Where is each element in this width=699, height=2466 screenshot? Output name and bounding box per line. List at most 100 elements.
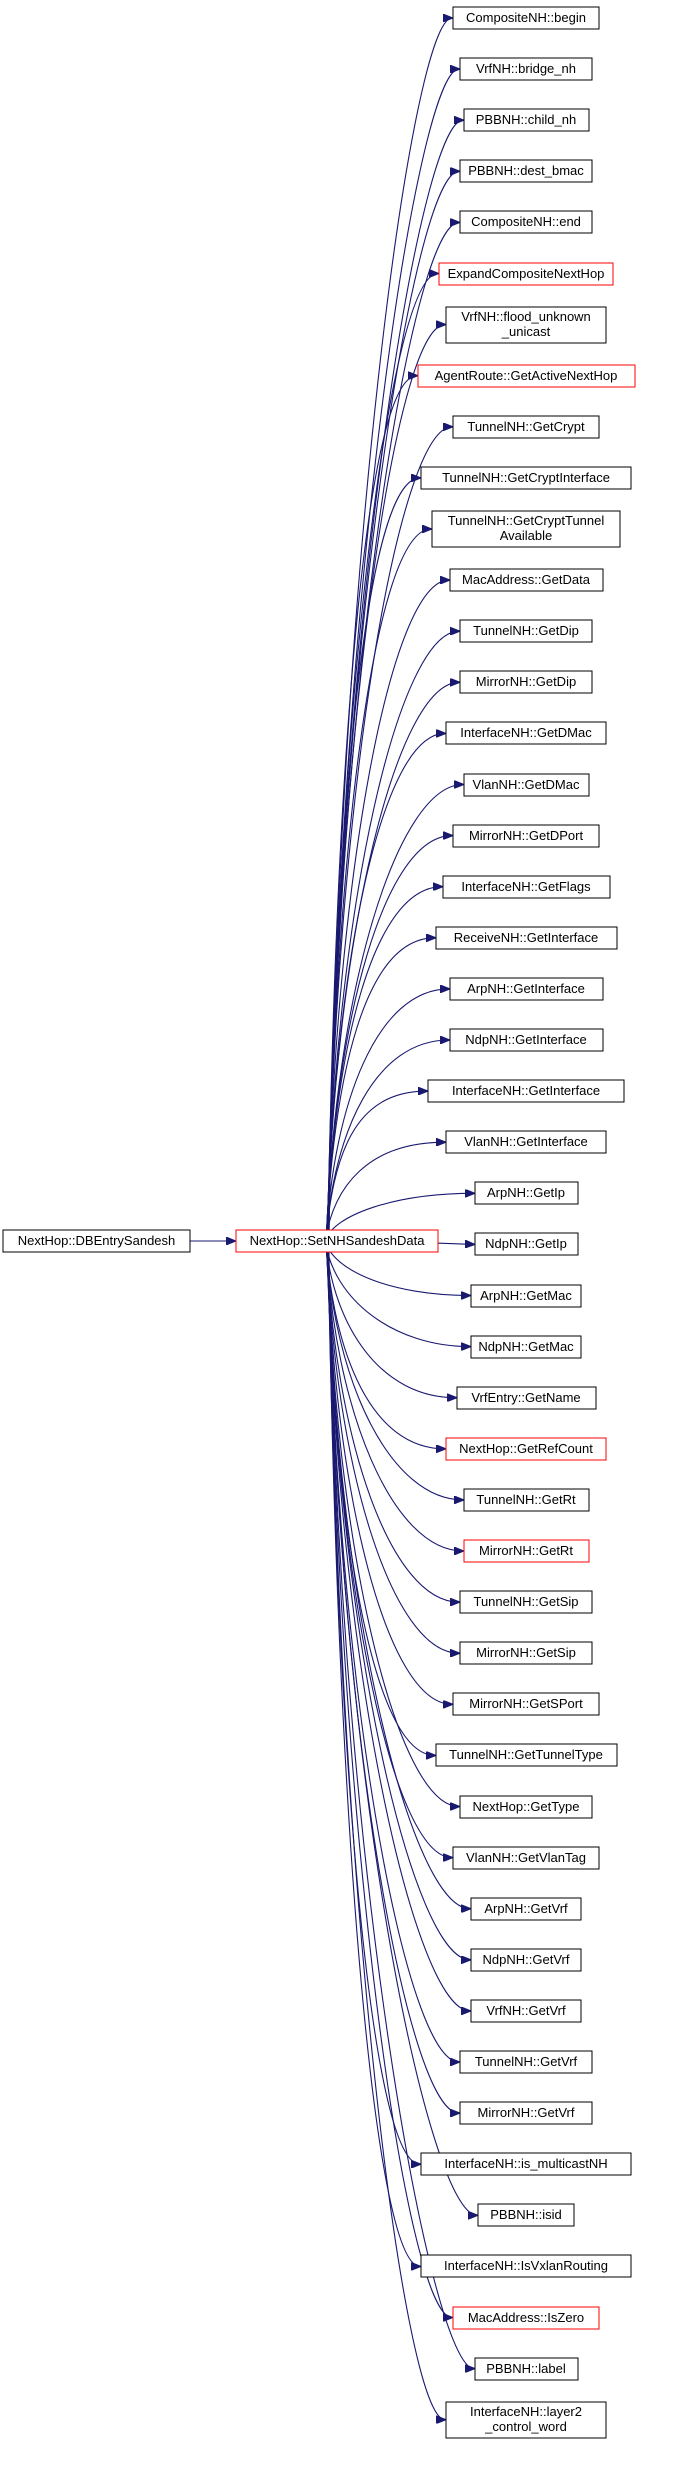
hub-node[interactable]: NextHop::SetNHSandeshData [235, 1229, 439, 1253]
edge-hub-to-callee [326, 733, 445, 1242]
edge-hub-to-callee [326, 1240, 470, 1909]
callee-node[interactable]: CompositeNH::end [459, 210, 593, 234]
callee-node-box [445, 306, 607, 344]
callee-node[interactable]: PBBNH::dest_bmac [459, 159, 593, 183]
callee-node[interactable]: VlanNH::GetVlanTag [452, 1846, 600, 1870]
callee-node[interactable]: TunnelNH::GetDip [459, 619, 593, 643]
callee-node-label: InterfaceNH::GetInterface [452, 1083, 600, 1098]
edge-hub-to-callee [326, 682, 459, 1242]
callee-node[interactable]: TunnelNH::GetSip [459, 1590, 593, 1614]
callee-node[interactable]: VlanNH::GetDMac [463, 773, 590, 797]
callee-node-box [452, 6, 600, 30]
callee-node[interactable]: MirrorNH::GetDip [459, 670, 593, 694]
callee-node-label: TunnelNH::GetDip [473, 623, 579, 638]
callee-node[interactable]: NdpNH::GetInterface [449, 1028, 604, 1052]
callee-node-box [449, 568, 604, 592]
callee-node-box [456, 1386, 597, 1410]
callee-node[interactable]: VrfNH::GetVrf [470, 1999, 582, 2023]
callee-node-label: _unicast [501, 324, 551, 339]
callee-node[interactable]: InterfaceNH::is_multicastNH [420, 2152, 632, 2176]
edge-hub-to-callee [327, 1240, 452, 2318]
callee-node[interactable]: PBBNH::isid [477, 2203, 575, 2227]
callee-node[interactable]: NdpNH::GetMac [470, 1335, 582, 1359]
callee-node[interactable]: InterfaceNH::GetInterface [427, 1079, 625, 1103]
callee-node[interactable]: ArpNH::GetIp [474, 1181, 579, 1205]
callee-node[interactable]: TunnelNH::GetRt [463, 1488, 590, 1512]
callee-node[interactable]: NdpNH::GetVrf [470, 1948, 582, 1972]
edge-hub-to-callee [327, 1240, 477, 2215]
callee-node-label: VlanNH::GetDMac [473, 777, 580, 792]
callee-node[interactable]: VlanNH::GetInterface [445, 1130, 607, 1154]
callee-node[interactable]: CompositeNH::begin [452, 6, 600, 30]
callee-node[interactable]: MacAddress::IsZero [452, 2306, 600, 2330]
callee-node[interactable]: PBBNH::child_nh [463, 108, 590, 132]
callee-node[interactable]: InterfaceNH::GetDMac [445, 721, 607, 745]
callee-node[interactable]: NextHop::GetRefCount [445, 1437, 607, 1461]
callee-node[interactable]: ReceiveNH::GetInterface [435, 926, 618, 950]
callee-node-label: VlanNH::GetVlanTag [466, 1850, 586, 1865]
callee-node[interactable]: MacAddress::GetData [449, 568, 604, 592]
callee-node[interactable]: TunnelNH::GetVrf [459, 2050, 593, 2074]
callee-node[interactable]: ExpandCompositeNextHop [438, 262, 614, 286]
callee-node[interactable]: InterfaceNH::IsVxlanRouting [420, 2254, 632, 2278]
hub-node-label: NextHop::SetNHSandeshData [250, 1233, 426, 1248]
callee-node-box [449, 1028, 604, 1052]
root-node[interactable]: NextHop::DBEntrySandesh [2, 1229, 191, 1253]
callee-node[interactable]: InterfaceNH::GetFlags [442, 875, 611, 899]
callee-node[interactable]: TunnelNH::GetCrypt [452, 415, 600, 439]
callee-node-label: InterfaceNH::is_multicastNH [444, 2156, 607, 2171]
edge-layer [190, 18, 477, 2420]
callee-node[interactable]: MirrorNH::GetSPort [452, 1692, 600, 1716]
callee-node[interactable]: AgentRoute::GetActiveNextHop [417, 364, 636, 388]
callee-node-box [474, 1232, 579, 1256]
callee-node-box [420, 2254, 632, 2278]
callee-node-box [470, 1948, 582, 1972]
callee-node[interactable]: ArpNH::GetMac [470, 1284, 582, 1308]
callee-node[interactable]: ArpNH::GetVrf [470, 1897, 582, 1921]
callee-node[interactable]: MirrorNH::GetRt [463, 1539, 590, 1563]
callee-node[interactable]: TunnelNH::GetCryptInterface [420, 466, 632, 490]
callee-node-box [459, 210, 593, 234]
callee-node[interactable]: TunnelNH::GetTunnelType [435, 1743, 618, 1767]
edge-hub-to-callee [327, 1240, 420, 2266]
callee-node[interactable]: NdpNH::GetIp [474, 1232, 579, 1256]
edge-hub-to-callee [326, 478, 420, 1242]
callee-node-label: NdpNH::GetMac [478, 1339, 574, 1354]
callee-node-box [470, 1897, 582, 1921]
callee-node[interactable]: InterfaceNH::layer2_control_word [445, 2401, 607, 2439]
callee-node-box [427, 1079, 625, 1103]
edge-hub-to-callee [328, 18, 452, 1242]
callee-node-label: PBBNH::isid [490, 2207, 562, 2222]
callee-node-box [459, 57, 593, 81]
edge-hub-to-callee [327, 274, 438, 1242]
callee-node[interactable]: VrfEntry::GetName [456, 1386, 597, 1410]
callee-node[interactable]: NextHop::GetType [459, 1795, 593, 1819]
callee-node[interactable]: ArpNH::GetInterface [449, 977, 604, 1001]
callee-node-box [445, 2401, 607, 2439]
callee-node-label: TunnelNH::GetCryptTunnel [448, 513, 605, 528]
callee-node-box [470, 1999, 582, 2023]
callee-node-label: AgentRoute::GetActiveNextHop [435, 368, 618, 383]
edge-hub-to-callee [326, 1240, 459, 1807]
callee-node[interactable]: MirrorNH::GetVrf [459, 2101, 593, 2125]
callee-node[interactable]: PBBNH::label [474, 2357, 579, 2381]
callee-node[interactable]: MirrorNH::GetSip [459, 1641, 593, 1665]
callee-node-box [459, 1795, 593, 1819]
callee-node-box [452, 1846, 600, 1870]
callee-node-label: TunnelNH::GetRt [476, 1492, 576, 1507]
edge-hub-to-callee [327, 376, 417, 1242]
edge-hub-to-callee [325, 938, 435, 1242]
callee-node-label: ExpandCompositeNextHop [448, 266, 605, 281]
callee-node[interactable]: VrfNH::flood_unknown_unicast [445, 306, 607, 344]
callee-node-label: ArpNH::GetInterface [467, 981, 585, 996]
callee-node-box [417, 364, 636, 388]
edge-hub-to-callee [325, 989, 449, 1242]
callee-node[interactable]: VrfNH::bridge_nh [459, 57, 593, 81]
callee-node-box [474, 1181, 579, 1205]
callee-node-box [470, 1284, 582, 1308]
callee-node-label: VrfNH::GetVrf [486, 2003, 566, 2018]
callee-node[interactable]: MirrorNH::GetDPort [452, 824, 600, 848]
edge-hub-to-callee [328, 1240, 445, 2420]
callee-node-label: NextHop::GetType [473, 1799, 580, 1814]
